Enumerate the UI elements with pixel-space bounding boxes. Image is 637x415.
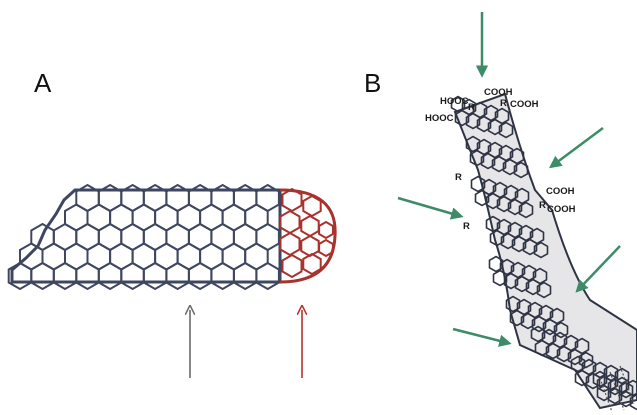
hexagon-cell bbox=[121, 263, 144, 289]
r-label: R bbox=[455, 172, 462, 183]
end-cap-outline bbox=[280, 190, 335, 282]
hooc-label: HOOC bbox=[440, 96, 469, 107]
hexagon-cell bbox=[256, 263, 279, 289]
hexagon-cell bbox=[144, 263, 167, 289]
hexagon-cell bbox=[301, 236, 318, 256]
r-label: R bbox=[539, 200, 546, 211]
panel-b-nanotube bbox=[452, 94, 637, 413]
green-arrow-upper-right bbox=[552, 128, 603, 166]
hexagon-cell bbox=[166, 263, 189, 289]
panel-a-label: A bbox=[34, 68, 52, 98]
r-label: R bbox=[468, 102, 475, 113]
r-label: R bbox=[500, 98, 507, 109]
hexagon-cell bbox=[281, 233, 300, 255]
cooh-label: COOH bbox=[546, 186, 575, 197]
hexagon-cell bbox=[31, 263, 54, 289]
hexagon-cell bbox=[281, 211, 300, 233]
hexagon-cell bbox=[99, 263, 122, 289]
panel-b-label: B bbox=[364, 68, 381, 98]
hooc-label: HOOC bbox=[425, 113, 454, 124]
sidewall-hexagon-lattice bbox=[9, 185, 279, 289]
green-arrow-lower-right bbox=[578, 246, 620, 290]
green-arrow-left bbox=[398, 198, 460, 216]
hexagon-cell bbox=[283, 255, 302, 277]
r-label: R bbox=[463, 221, 470, 232]
hexagon-cell bbox=[76, 263, 99, 289]
hexagon-cell bbox=[234, 263, 257, 289]
hexagon-cell bbox=[54, 263, 77, 289]
panel-a-nanotube bbox=[9, 185, 335, 289]
green-arrow-bottom-left bbox=[453, 329, 508, 343]
hexagon-cell bbox=[319, 222, 333, 238]
hexagon-cell bbox=[301, 216, 318, 236]
cooh-label: COOH bbox=[484, 87, 513, 98]
cooh-label: COOH bbox=[547, 204, 576, 215]
hexagon-cell bbox=[211, 263, 234, 289]
hexagon-cell bbox=[189, 263, 212, 289]
cooh-label: COOH bbox=[510, 99, 539, 110]
